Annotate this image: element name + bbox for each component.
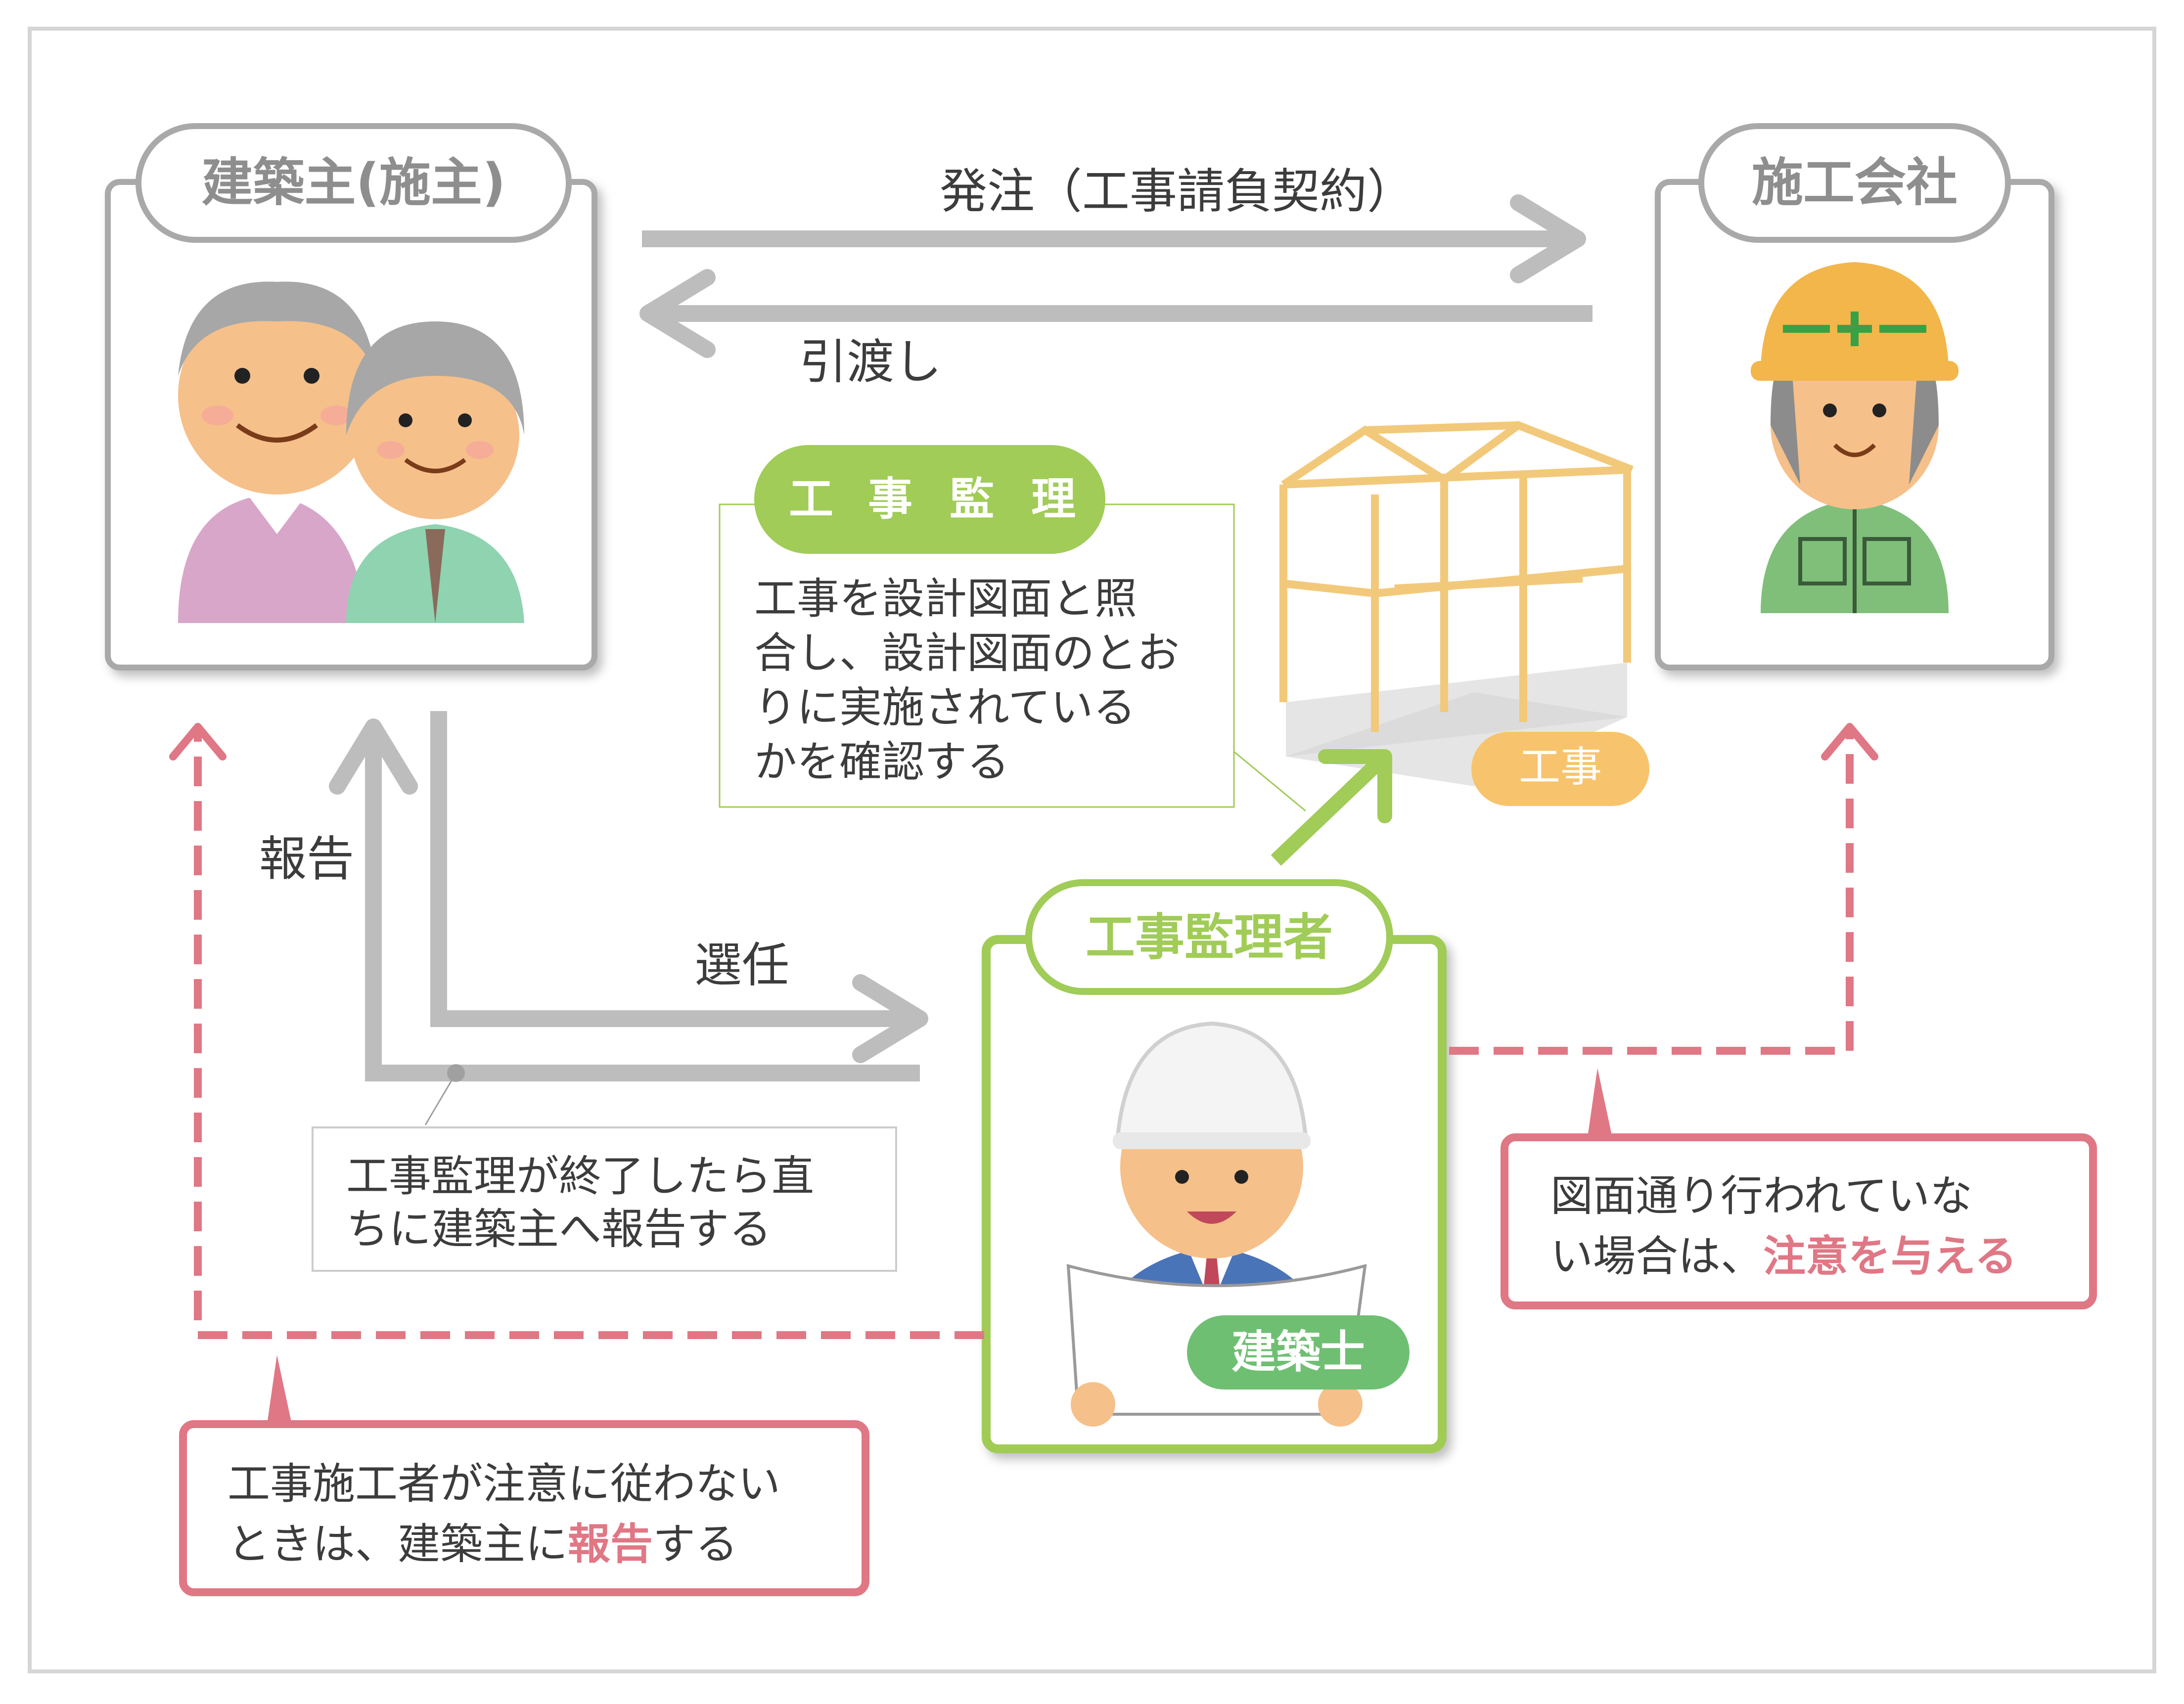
supervision-badge [754,445,1105,554]
supervision-note: 工 事 監 理 工事を設計図面と照 合し、設計図面のとお りに実施されている か… [719,445,1235,808]
report-arrow [329,718,920,1081]
architect-illustration: 建築士 [1066,1021,1410,1427]
report-after-line-2: ちに建築主へ報告する [346,1205,772,1254]
warn-note-emphasis: 注意を与える [1763,1232,2017,1281]
warn-note-line-1: 図面通り行われていな [1550,1171,1972,1221]
supervision-badge-char-1: 工 [789,473,833,525]
contractor-label: 施工会社 [1752,152,1957,213]
contractor-worker-illustration [1751,262,1958,613]
owner-label: 建築主(施主) [201,152,505,213]
appoint-arrow-label: 選任 [694,938,789,993]
report-owner-note: 工事施工者が注意に従わない ときは、建築主に報告する [179,1355,869,1596]
owner-couple-illustration [178,281,524,623]
supervisor-label-pill [1025,879,1393,995]
outer-frame [28,27,2156,1673]
architect-badge-label: 建築士 [1231,1326,1365,1378]
warn-contractor-arrow [1449,723,1878,1055]
report-after-line-1: 工事監理が終了したら直 [346,1152,814,1201]
supervision-badge-char-3: 監 [950,473,994,525]
report-owner-line-2: ときは、建築主に報告する [228,1520,738,1569]
owner-label-pill [136,123,572,243]
warn-note-line-2-prefix: い場合は、 [1550,1232,1763,1281]
appoint-arrow [430,711,928,1063]
supervision-line-1: 工事を設計図面と照 [754,574,1137,624]
report-note-connector [424,1073,457,1125]
report-arrow-label: 報告 [259,831,354,887]
warn-contractor-note: 図面通り行われていな い場合は、注意を与える [1501,1068,2097,1309]
supervision-line-2: 合し、設計図面のとお [754,628,1180,678]
supervise-construction-arrow [1271,749,1392,866]
report-owner-line-2-suffix: する [653,1520,738,1569]
warn-note-line-2: い場合は、注意を与える [1550,1232,2017,1281]
report-after-note: 工事監理が終了したら直 ちに建築主へ報告する [312,1126,897,1272]
supervision-line-4: かを確認する [754,737,1009,787]
construction-label: 工事 [1519,743,1602,791]
architect-badge [1187,1315,1410,1390]
construction-badge [1471,732,1649,806]
house-frame-illustration: 工事 [1279,420,1649,806]
supervisor-label: 工事監理者 [1086,908,1333,966]
supervision-badge-char-2: 事 [868,473,912,525]
supervision-connector [1233,751,1306,812]
contractor-label-pill [1698,123,2011,243]
order-arrow-label: 発注（工事請負契約） [940,164,1414,219]
handover-arrow [639,269,1592,358]
report-owner-arrow [169,723,984,1339]
order-arrow [642,194,1586,283]
report-owner-line-1: 工事施工者が注意に従わない [228,1459,780,1509]
supervision-line-3: りに実施されている [754,683,1136,732]
handover-arrow-label: 引渡し [799,334,942,390]
report-owner-emphasis: 報告 [568,1520,653,1569]
report-owner-line-2-prefix: ときは、建築主に [228,1520,568,1569]
supervision-badge-char-4: 理 [1031,473,1076,525]
